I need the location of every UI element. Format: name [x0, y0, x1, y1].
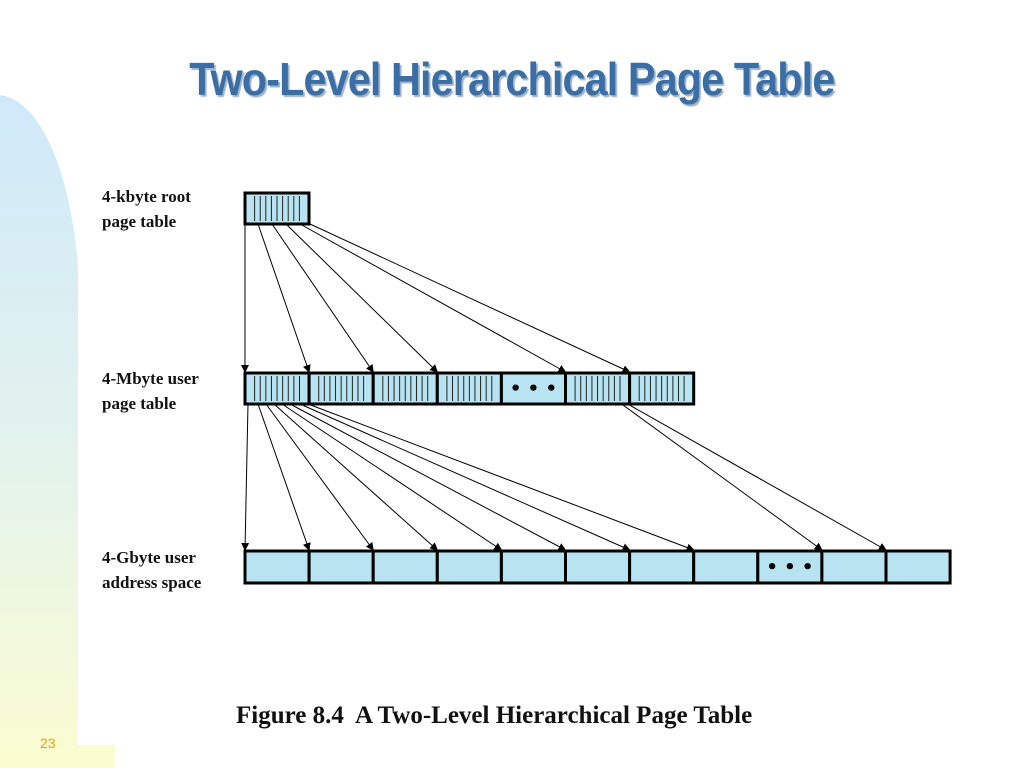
addr-label-line1: 4-Gbyte user: [102, 548, 196, 567]
pointer-arrow: [289, 403, 567, 551]
addr_space-block: [371, 549, 439, 585]
addr_space-row: • • •: [243, 549, 952, 585]
addr_space-block: [307, 549, 375, 585]
root-label-line2: page table: [102, 212, 177, 231]
ellipsis-text: • • •: [766, 557, 813, 578]
figure-caption: Figure 8.4 A Two-Level Hierarchical Page…: [236, 702, 753, 729]
pointer-arrow: [257, 403, 311, 551]
pointer-arrow: [627, 403, 887, 551]
user_pt-ellipsis-block: • • •: [499, 371, 567, 406]
root-label-line1: 4-kbyte root: [102, 187, 191, 206]
address-space-label: 4-Gbyte user address space: [102, 545, 201, 595]
pointer-arrow: [621, 403, 823, 551]
user-pt-label-line2: page table: [102, 394, 177, 413]
root-row: [243, 191, 311, 226]
pointer-arrow: [285, 223, 439, 373]
pointer-arrow: [299, 403, 631, 551]
pointer-arrow: [309, 223, 631, 373]
user_pt-block: [307, 371, 375, 406]
addr_space-ellipsis-block: • • •: [756, 549, 824, 585]
slide-number: 23: [40, 735, 56, 751]
addr_space-block: [884, 549, 952, 585]
user_pt-block: [435, 371, 503, 406]
pointer-arrow: [265, 403, 374, 551]
ellipsis-text: • • •: [510, 379, 557, 400]
user_pt-block: [628, 371, 696, 406]
addr_space-block: [692, 549, 760, 585]
addr_space-block: [820, 549, 888, 585]
addr_space-block: [435, 549, 503, 585]
root-block: [243, 191, 311, 226]
addr_space-block: [564, 549, 632, 585]
user_pt-row: • • •: [243, 371, 696, 406]
user_pt-block: [371, 371, 439, 406]
pointer-arrow: [271, 223, 374, 373]
user-page-table-label: 4-Mbyte user page table: [102, 366, 199, 416]
root-table-label: 4-kbyte root page table: [102, 184, 191, 234]
pointer-arrow: [307, 403, 695, 552]
pointer-arrow: [299, 223, 567, 373]
pointer-arrow: [241, 403, 250, 551]
addr_space-block: [243, 549, 311, 585]
pointer-arrow: [281, 403, 503, 551]
addr_space-block: [628, 549, 696, 585]
user-pt-label-line1: 4-Mbyte user: [102, 369, 199, 388]
addr_space-block: [499, 549, 567, 585]
side-gradient-shape: [0, 95, 115, 768]
addr-label-line2: address space: [102, 573, 202, 592]
page-title: Two-Level Hierarchical Page Table: [189, 53, 835, 105]
pointer-arrow: [273, 403, 439, 551]
user_pt-block: [243, 371, 311, 406]
pointer-arrow: [257, 223, 311, 373]
user_pt-block: [564, 371, 632, 406]
